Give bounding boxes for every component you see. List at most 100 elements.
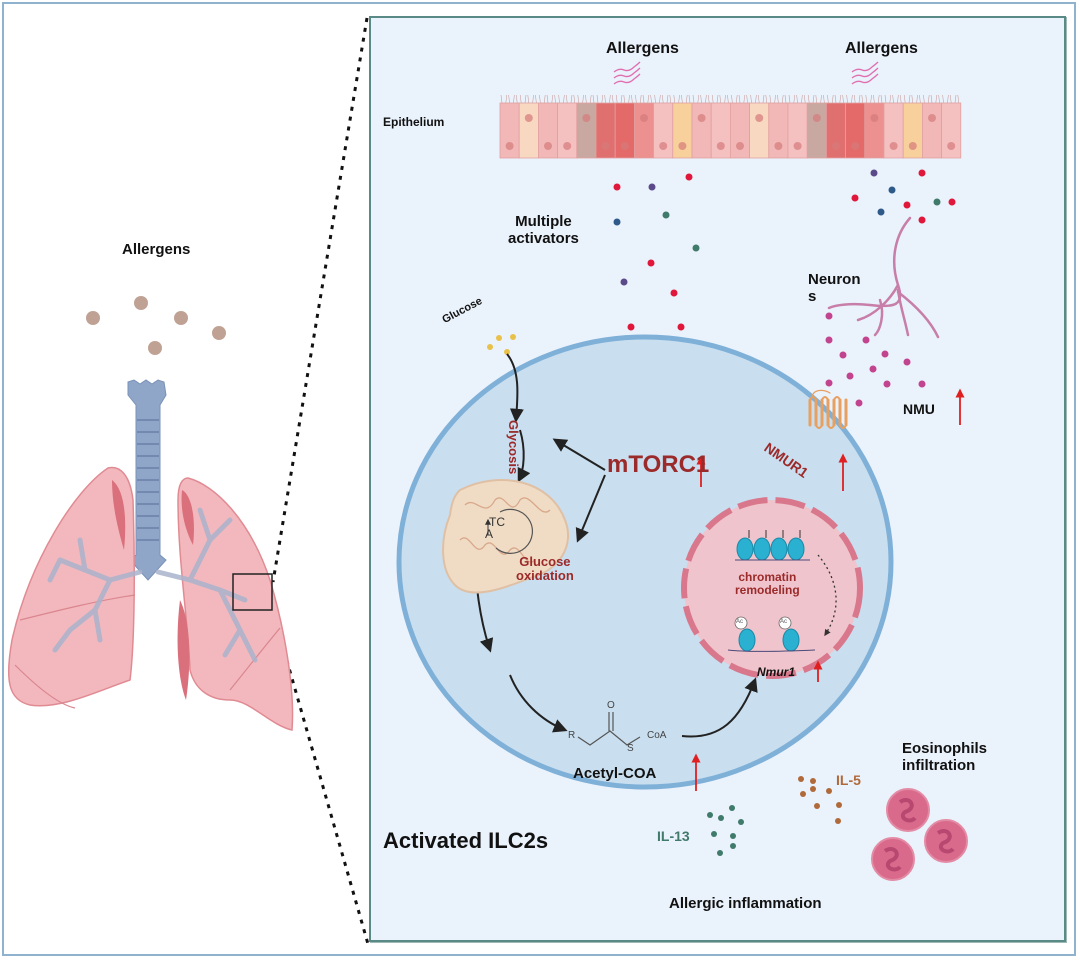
cell-nucleus [889, 142, 898, 150]
cilia [757, 94, 760, 104]
eosinophil-cells [871, 788, 968, 881]
cilia [620, 94, 623, 104]
cilia [873, 94, 875, 104]
cell-nucleus [544, 142, 552, 150]
cilia [738, 94, 741, 104]
epithelial-cell [691, 102, 712, 159]
cilia [942, 94, 944, 104]
cilia [788, 94, 791, 104]
cilia [919, 94, 921, 104]
cilia [892, 94, 894, 104]
acetyl-group-icon [778, 616, 792, 630]
left-allergen-particles [86, 296, 226, 355]
cilia [563, 94, 565, 104]
cilia [601, 94, 604, 104]
cilia [628, 94, 630, 104]
cilia [827, 94, 829, 104]
zoom-box [232, 573, 273, 611]
cilia [801, 94, 803, 104]
ac-label-1: Ac [736, 619, 744, 625]
cell-nucleus [755, 114, 764, 122]
cilia [947, 94, 949, 104]
cilia [812, 94, 815, 104]
tca-line2: A [485, 527, 494, 541]
cilia [716, 94, 719, 104]
nmu-label: NMU [903, 401, 935, 417]
cilia [938, 94, 940, 104]
cilia [700, 94, 702, 104]
allergens-label-1: Allergens [606, 40, 679, 57]
cilia [923, 94, 925, 104]
cilia [851, 94, 853, 104]
cilia [505, 94, 508, 104]
nucleosome-icons [727, 530, 837, 652]
il13-molecules [707, 805, 744, 856]
cilia [659, 94, 661, 104]
cell-nucleus [659, 142, 668, 150]
il5-molecules [798, 776, 842, 824]
cilia [774, 94, 776, 104]
cilia [692, 94, 695, 104]
cilia [635, 94, 637, 104]
epithelial-cell [576, 102, 597, 159]
cilia [765, 94, 768, 104]
nucleus [684, 500, 860, 676]
cilia [861, 94, 864, 104]
allergens-label-2: Allergens [845, 40, 918, 57]
glucose-oxidation-line2: oxidation [516, 568, 574, 584]
upregulation-arrows [691, 388, 965, 791]
ac-label-2: Ac [780, 619, 788, 625]
cilia [543, 94, 546, 104]
cilia [554, 94, 556, 104]
eosinophils-line1: Eosinophils [902, 740, 988, 757]
cilia [524, 94, 527, 104]
cilia [870, 94, 872, 104]
cilia [842, 94, 844, 104]
cilia [916, 94, 918, 104]
multiple-activators-label: Multiple activators [508, 213, 579, 247]
cilia [908, 94, 911, 104]
cilia [500, 94, 503, 104]
cilia [611, 94, 614, 104]
cilia [957, 94, 960, 104]
cilia [650, 94, 652, 104]
cilia [631, 94, 633, 104]
cell-nucleus [793, 142, 802, 150]
epithelial-cell [634, 102, 655, 159]
cilia [949, 94, 952, 104]
cilia [596, 94, 599, 104]
epithelial-cell [922, 102, 943, 159]
glucose-molecules [487, 334, 516, 355]
allergic-inflammation-label: Allergic inflammation [669, 895, 822, 912]
il5-label: IL-5 [836, 772, 861, 788]
nuclear-envelope [681, 497, 863, 679]
cilia [903, 94, 906, 104]
cilia [784, 94, 787, 104]
cilia [681, 94, 683, 104]
activated-ilc2s-label: Activated ILC2s [383, 828, 549, 853]
glucose-oxidation-label: Glucose oxidation [516, 554, 574, 584]
cilia [746, 94, 748, 104]
acetyl-coa-label: Acetyl-COA [573, 765, 657, 782]
cilia [927, 94, 930, 104]
cilia [565, 94, 568, 104]
cilia [539, 94, 541, 104]
cilia [688, 94, 691, 104]
cilia [889, 94, 892, 104]
metabolic-arrows [476, 353, 758, 738]
cilia [743, 94, 746, 104]
acetyl-coa-text: CoA [647, 730, 667, 741]
acetyl-s-label: S [627, 743, 634, 754]
trachea-icon [127, 379, 167, 581]
cell-nucleus [947, 142, 956, 150]
multiple-activators-line2: activators [508, 229, 579, 247]
cilia [647, 94, 650, 104]
cilia [551, 94, 554, 104]
cilia [604, 94, 606, 104]
cilia [755, 94, 757, 104]
acetyl-group-icon [734, 616, 748, 630]
allergen-squiggle-icon [613, 61, 879, 85]
cilia [803, 94, 806, 104]
cilia [858, 94, 861, 104]
cilia [513, 94, 515, 104]
